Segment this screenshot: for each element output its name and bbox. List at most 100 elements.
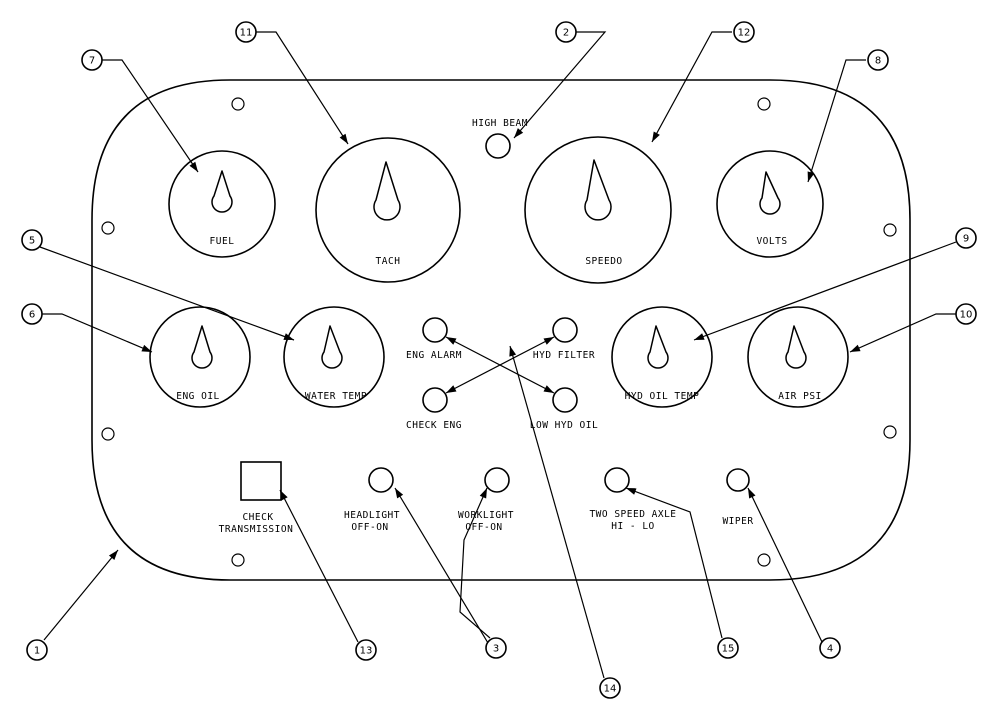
indicator-label: LOW HYD OIL <box>530 420 598 431</box>
arrowhead-icon <box>283 333 294 340</box>
arrowhead-icon <box>543 337 554 345</box>
switch-headlight: HEADLIGHT OFF-ON <box>344 467 399 533</box>
square-indicator-icon <box>240 461 282 501</box>
callout-circle <box>955 227 977 249</box>
leader-line <box>459 487 491 639</box>
callout-circle <box>21 229 43 251</box>
arrowhead-icon <box>479 488 487 499</box>
callout-bubble: 3 <box>485 637 507 659</box>
callout-circle <box>717 637 739 659</box>
leader-line <box>394 487 489 644</box>
arrowhead-icon <box>626 488 637 495</box>
callout-number: 11 <box>240 28 253 39</box>
callout-number: 1 <box>34 646 40 657</box>
callout-circle <box>955 303 977 325</box>
switch-icon <box>484 467 510 493</box>
indicator-light-icon <box>485 133 511 159</box>
leader-line <box>651 31 732 143</box>
callout-circle <box>555 21 577 43</box>
callout-bubble: 2 <box>555 21 577 43</box>
arrowhead-icon <box>446 337 457 345</box>
leader-line <box>445 336 555 394</box>
callout-number: 8 <box>875 56 881 67</box>
callout-circle <box>485 637 507 659</box>
indicator-check-transmission: CHECK TRANSMISSION <box>219 461 294 535</box>
leader-line <box>693 241 957 341</box>
mounting-hole <box>883 223 897 237</box>
needle-icon <box>584 159 612 221</box>
callout-number: 13 <box>360 646 373 657</box>
arrowhead-icon <box>850 344 861 352</box>
gauge-tach: TACH <box>315 137 461 283</box>
arrowhead-icon <box>514 128 524 138</box>
mounting-hole <box>883 425 897 439</box>
leader-line <box>43 549 119 641</box>
callout-circle <box>81 49 103 71</box>
leader-line <box>747 487 823 643</box>
needle-icon <box>785 325 807 369</box>
arrowhead-icon <box>339 133 348 144</box>
gauge-hyd-oil-temp: HYD OIL TEMP <box>611 306 713 408</box>
callout-bubble: 8 <box>867 49 889 71</box>
leader-lines <box>39 31 957 679</box>
callout-number: 3 <box>493 644 499 655</box>
callout-bubble: 6 <box>21 303 43 325</box>
leader-line <box>256 31 349 145</box>
gauge-speedo: SPEEDO <box>524 136 672 284</box>
gauge-water-temp: WATER TEMP <box>283 306 385 408</box>
callout-bubble: 7 <box>81 49 103 71</box>
arrowhead-icon <box>807 171 815 182</box>
leader-line <box>40 313 153 353</box>
mounting-hole <box>757 553 771 567</box>
indicator-label: HIGH BEAM <box>472 118 528 129</box>
arrowhead-icon <box>543 385 554 393</box>
callout-bubble: 4 <box>819 637 841 659</box>
arrowhead-icon <box>395 488 404 499</box>
indicator-label: HYD FILTER <box>533 350 595 361</box>
gauge-label: FUEL <box>210 236 235 247</box>
arrowhead-icon <box>748 488 756 499</box>
indicator-light-icon <box>422 317 448 343</box>
callout-bubble: 15 <box>717 637 739 659</box>
arrowhead-icon <box>446 385 457 393</box>
gauge-label: VOLTS <box>756 236 787 247</box>
callout-number: 5 <box>29 236 35 247</box>
indicator-high-beam: HIGH BEAM <box>472 118 528 159</box>
callout-bubble: 14 <box>599 677 621 699</box>
callout-number: 14 <box>604 684 617 695</box>
callout-circle <box>599 677 621 699</box>
switch-icon <box>726 468 750 492</box>
switch-label: OFF-ON <box>351 522 388 533</box>
needle-icon <box>211 170 233 213</box>
callout-circle <box>819 637 841 659</box>
leader-line <box>849 313 956 353</box>
indicator-label: TRANSMISSION <box>219 524 294 535</box>
leader-line <box>807 59 866 183</box>
gauge-label: ENG OIL <box>176 391 220 402</box>
arrowhead-icon <box>141 344 152 352</box>
arrowhead-icon <box>189 161 198 172</box>
leader-line <box>509 345 605 679</box>
arrowhead-icon <box>509 346 517 357</box>
gauge-label: SPEEDO <box>585 256 622 267</box>
callout-bubble: 12 <box>733 21 755 43</box>
indicator-check-eng: CHECK ENG <box>406 387 461 431</box>
arrowhead-icon <box>652 131 660 142</box>
callout-bubble: 9 <box>955 227 977 249</box>
callout-circle <box>733 21 755 43</box>
indicator-hyd-filter: HYD FILTER <box>533 317 595 361</box>
callout-number: 2 <box>563 28 569 39</box>
needle-icon <box>191 325 213 369</box>
switch-label: OFF-ON <box>465 522 502 533</box>
needle-icon <box>647 325 669 369</box>
callout-bubble: 1 <box>26 639 48 661</box>
callout-bubble: 5 <box>21 229 43 251</box>
indicator-light-icon <box>552 317 578 343</box>
gauge-eng-oil: ENG OIL <box>149 306 251 408</box>
callout-circle <box>235 21 257 43</box>
gauge-label: AIR PSI <box>778 391 822 402</box>
callout-number: 12 <box>738 28 751 39</box>
mounting-hole <box>757 97 771 111</box>
